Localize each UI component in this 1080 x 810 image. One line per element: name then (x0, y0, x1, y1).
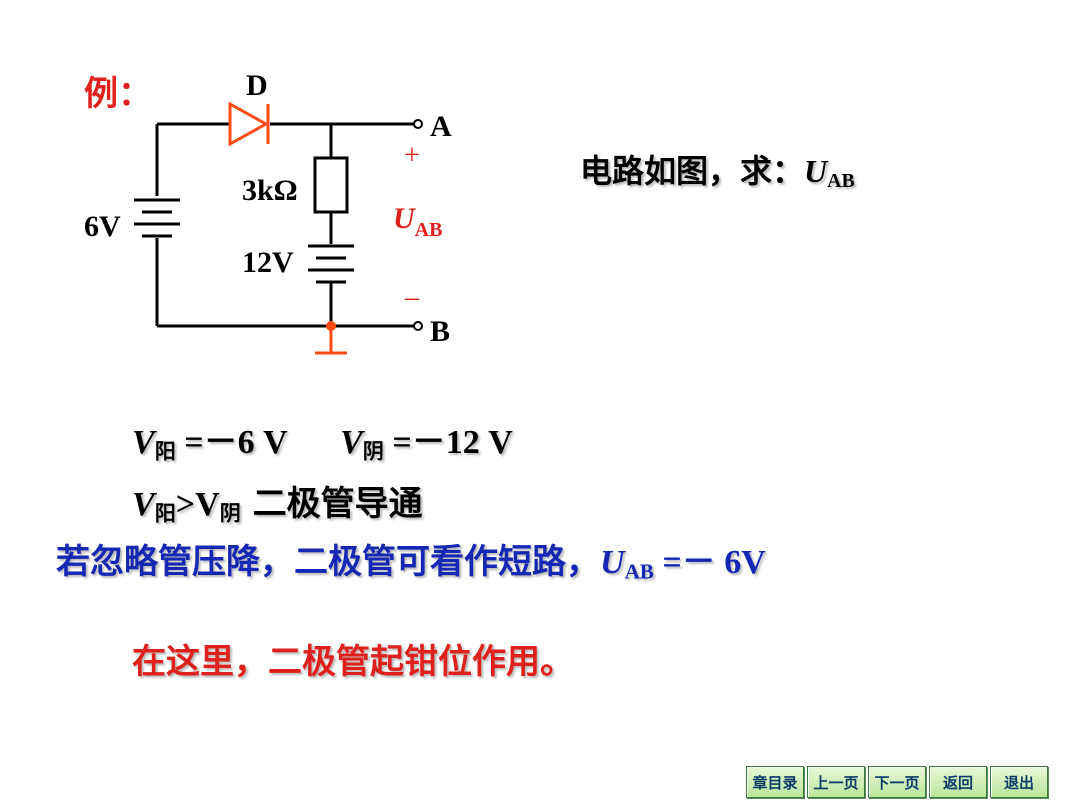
question-text: 电路如图，求：UAB (580, 152, 855, 192)
source-6v-label: 6V (84, 210, 121, 243)
resistor-3k (313, 156, 349, 214)
terminal-a-circle (413, 119, 423, 129)
voltage-uab-label: UAB (393, 202, 442, 241)
battery-12v (308, 244, 354, 284)
battery-6v (134, 198, 180, 238)
back-button[interactable]: 返回 (929, 766, 987, 798)
ground-symbol (315, 321, 347, 355)
short-circuit-line: 若忽略管压降，二极管可看作短路，UAB =－ 6V (56, 542, 766, 584)
next-page-button[interactable]: 下一页 (868, 766, 926, 798)
clamping-note: 在这里，二极管起钳位作用。 (132, 642, 574, 682)
potential-line: V阳 =－6 V V阴 =－12 V (132, 424, 513, 464)
minus-sign: – (404, 282, 420, 313)
chapter-contents-button[interactable]: 章目录 (746, 766, 804, 798)
resistor-label: 3kΩ (242, 174, 298, 207)
question-u: U (804, 153, 828, 189)
example-label-text: 例 (84, 74, 118, 114)
circuit-diagram: D 6V 3kΩ 12V A B + – UAB (84, 69, 452, 355)
diode-symbol (228, 101, 270, 147)
question-sub: AB (827, 169, 855, 192)
prev-page-button[interactable]: 上一页 (807, 766, 865, 798)
exit-button[interactable]: 退出 (990, 766, 1048, 798)
plus-sign: + (404, 140, 420, 171)
nav-bar: 章目录 上一页 下一页 返回 退出 (746, 766, 1048, 800)
terminal-b-circle (413, 321, 423, 331)
terminal-b-label: B (430, 315, 450, 348)
circuit-wires (155, 122, 414, 328)
comparison-line: V阳>V阴 二极管导通 (132, 484, 423, 526)
source-12v-label: 12V (242, 246, 294, 279)
diode-label: D (246, 69, 268, 102)
example-label: 例： (84, 66, 152, 115)
example-label-colon: ： (118, 74, 152, 114)
terminal-a-label: A (430, 110, 452, 143)
